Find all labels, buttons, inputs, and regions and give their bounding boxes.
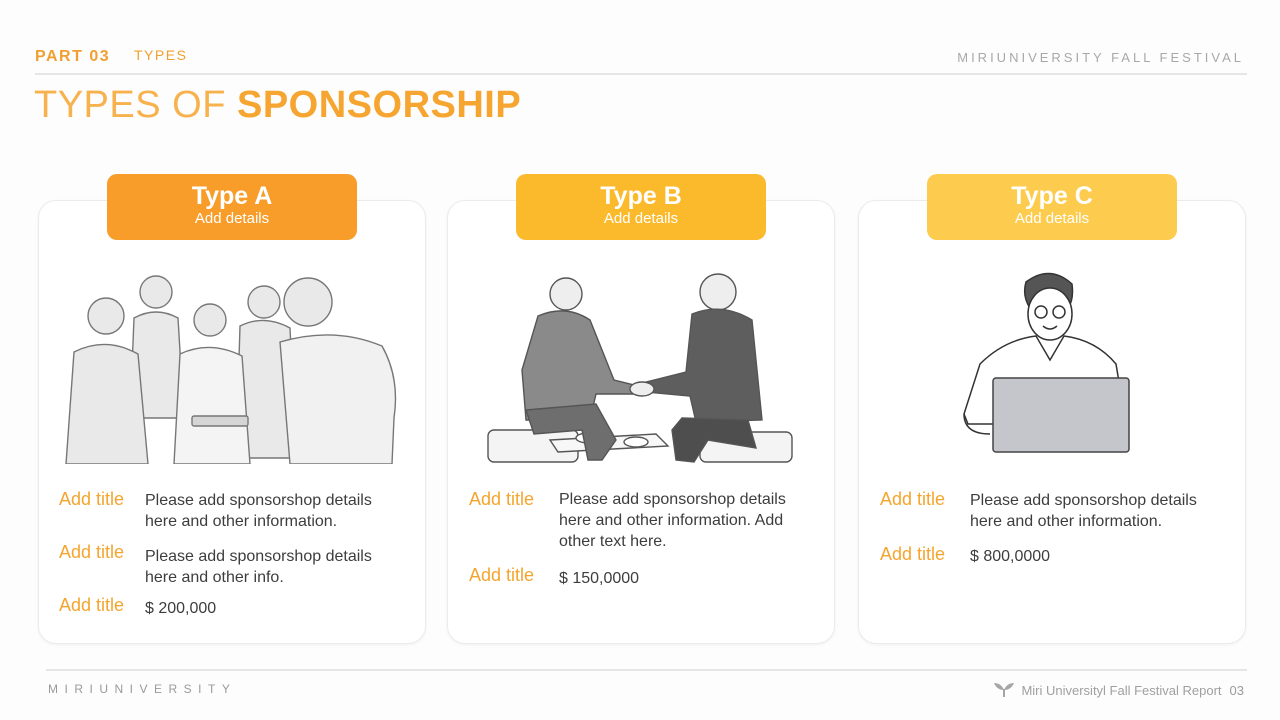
card-b-title: Type B [600,182,682,210]
card-a-tab: Type A Add details [107,174,357,240]
sponsorship-card-b [447,200,835,644]
laptop-person-illustration [963,272,1130,453]
card-c-tab: Type C Add details [927,174,1177,240]
card-a-row-1-title: Add title [59,489,125,509]
card-b-row-2-text: $ 150,0000 [559,570,640,587]
page-title-bold: SPONSORSHIP [236,84,522,126]
card-c-row-2-text: $ 800,0000 [970,548,1051,565]
handshake-illustration [487,273,793,463]
card-a-subtitle: Add details [194,210,270,227]
card-c-subtitle: Add details [1014,210,1090,227]
page-title: TYPES OF SPONSORSHIP [34,84,521,127]
card-c-title: Type C [1011,182,1093,210]
footer-report-title: Miri Universityl Fall Festival Report [1021,682,1222,698]
card-a-row-3-title: Add title [59,595,125,615]
card-a-row-2-text: Please add sponsorshop details here and … [145,548,372,586]
page-number: 03 [1229,682,1244,698]
card-b-tab: Type B Add details [516,174,766,240]
team-group-illustration [65,275,397,464]
card-b-row-2-title: Add title [469,565,535,585]
section-label: TYPES [134,47,188,63]
footer-divider [46,669,1247,671]
page-title-light: TYPES OF [34,84,237,126]
card-a-title: Type A [191,182,273,210]
card-b-row-1-text: Please add sponsorshop details here and … [559,491,786,550]
card-c-row-1-text: Please add sponsorshop details here and … [970,492,1197,530]
card-b-subtitle: Add details [603,210,679,227]
footer-report: Miri Universityl Fall Festival Report 03 [993,682,1244,698]
card-c-row-2-title: Add title [880,544,946,564]
footer-brand: MIRIUNIVERSITY [48,682,237,696]
leaf-logo-icon [994,683,1015,697]
header-divider [35,73,1247,75]
festival-label: MIRIUNIVERSITY FALL FESTIVAL [957,50,1244,65]
card-a-row-2-title: Add title [59,542,125,562]
card-a-row-1-text: Please add sponsorshop details here and … [145,492,372,530]
part-label: PART 03 [35,48,111,65]
card-b-row-1-title: Add title [469,489,535,509]
card-c-row-1-title: Add title [880,489,946,509]
card-a-row-3-text: $ 200,000 [145,600,217,617]
